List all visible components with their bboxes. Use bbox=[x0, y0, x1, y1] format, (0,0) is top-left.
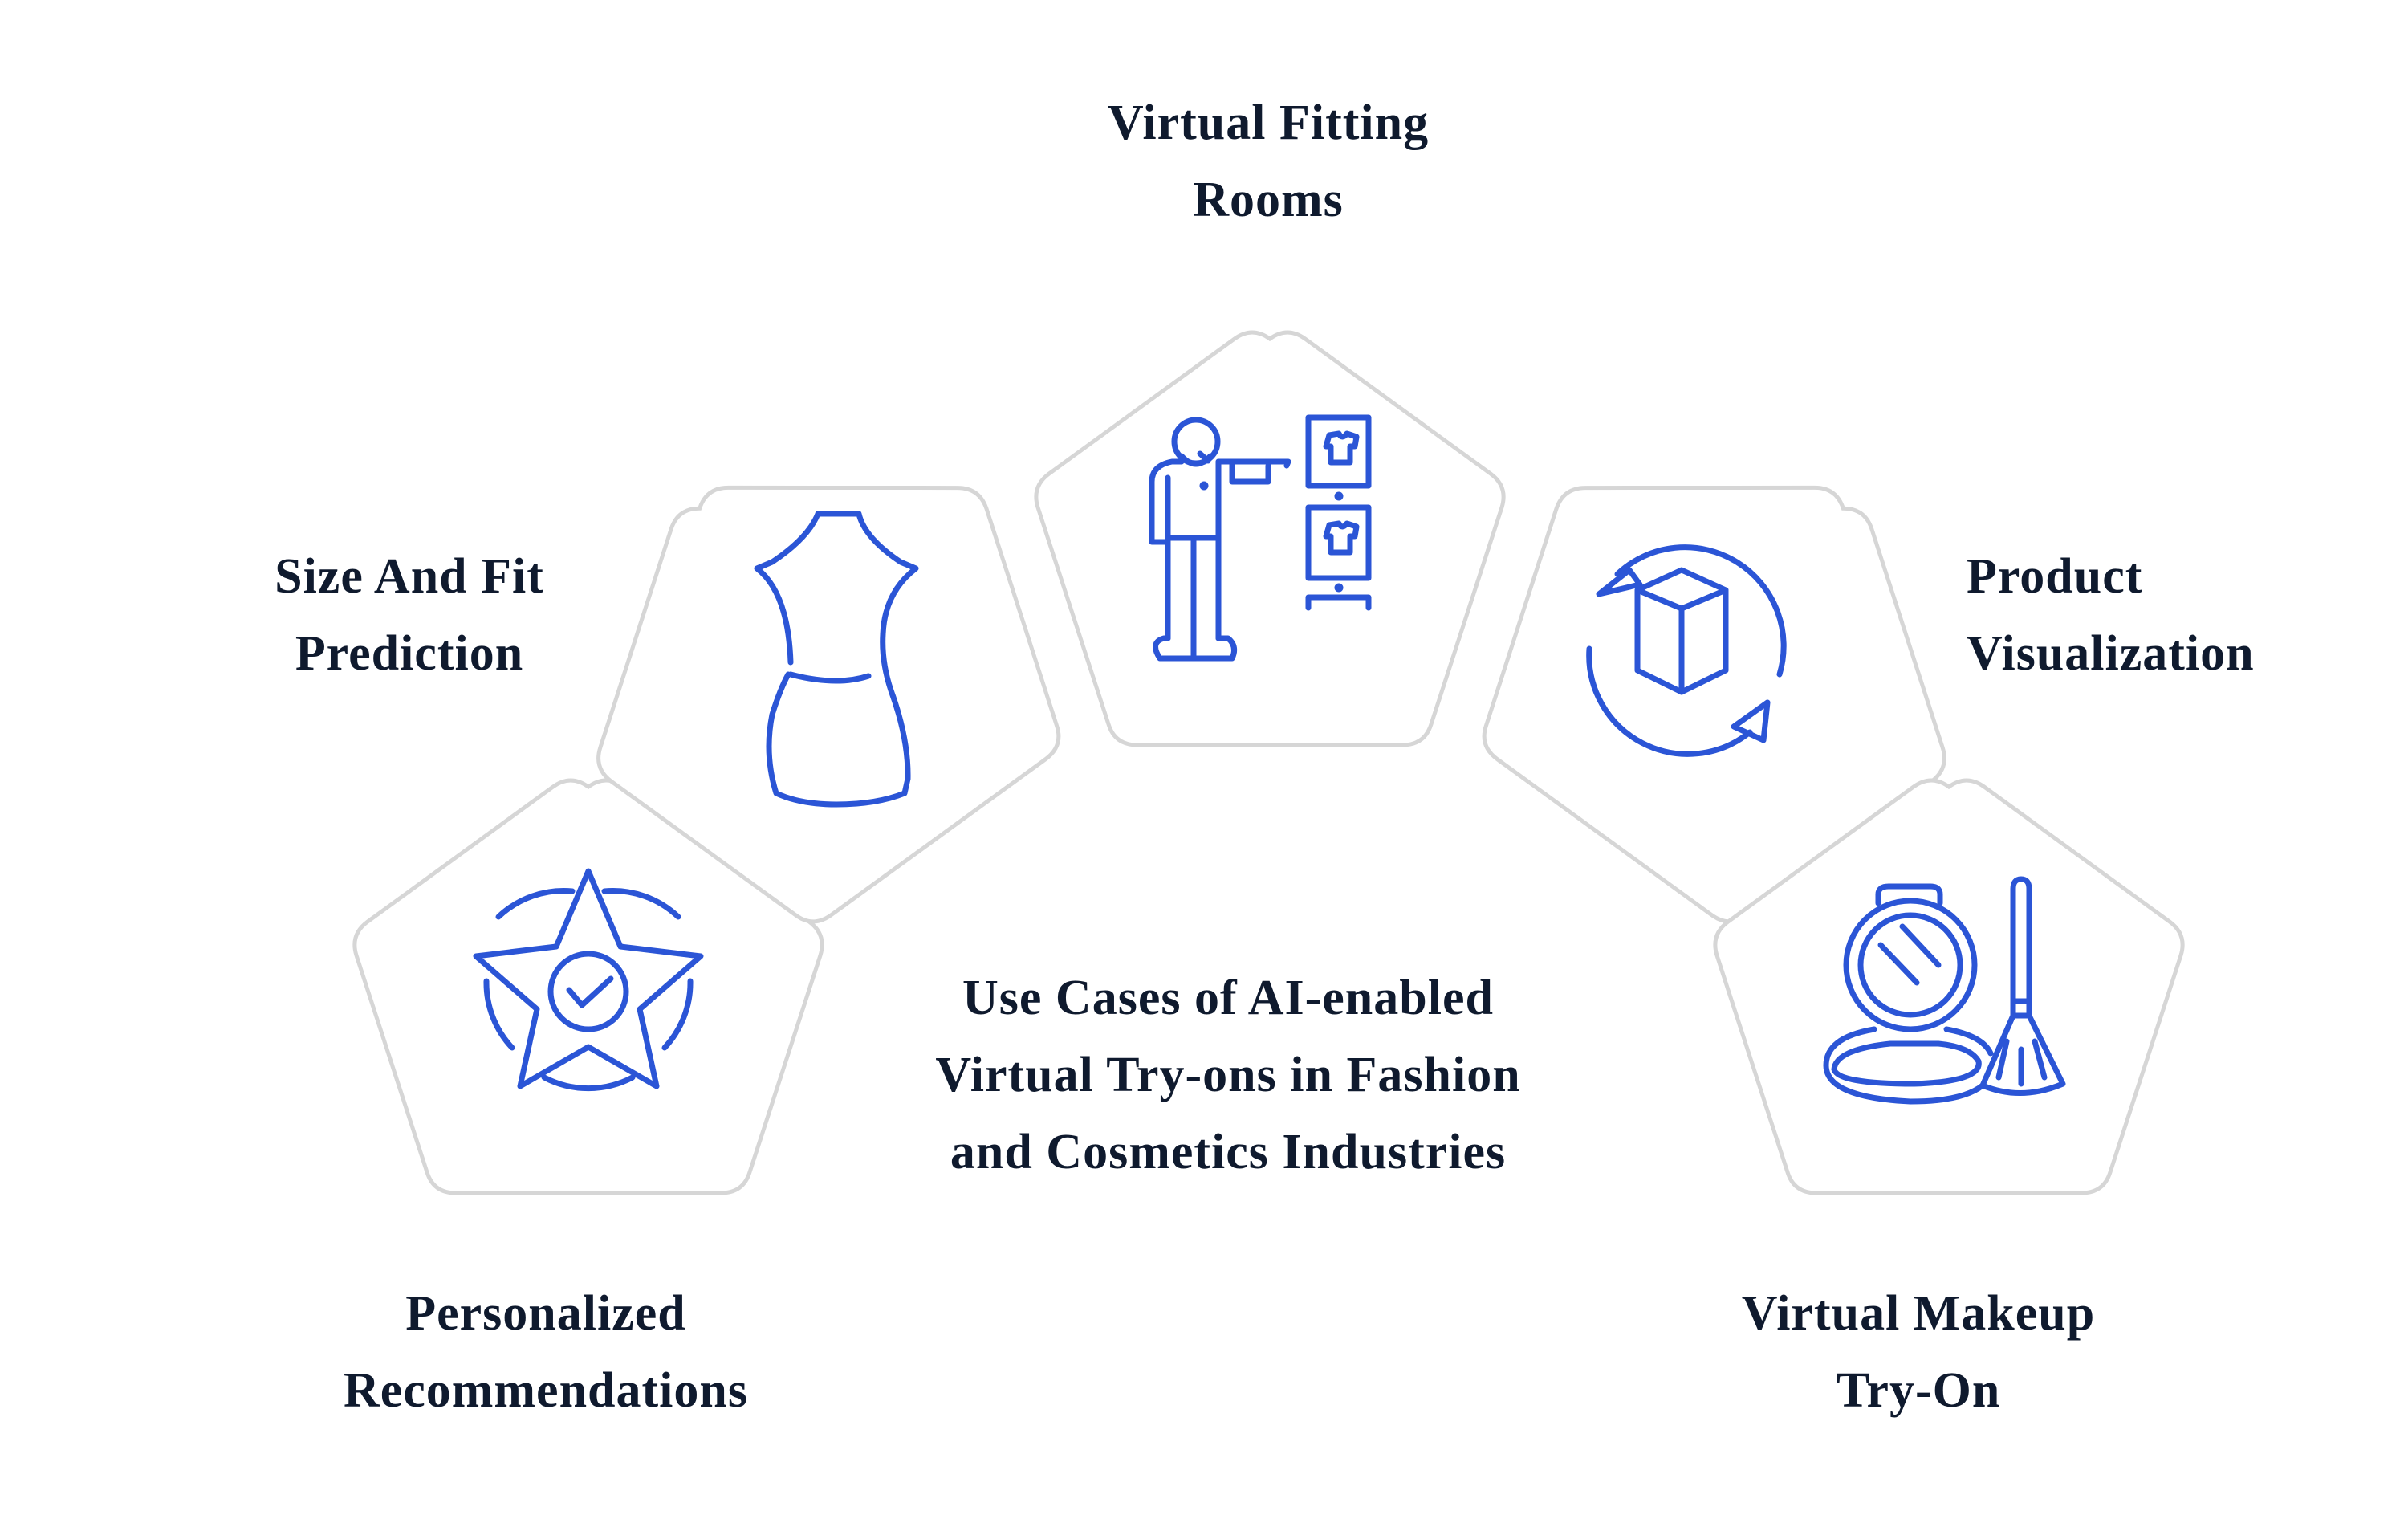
label-line-2: Try-On bbox=[1836, 1363, 2001, 1418]
label-line-1: Personalized bbox=[405, 1286, 686, 1341]
rotating-3d-cube-icon bbox=[1586, 544, 1787, 757]
label-virtual-makeup-try-on: Virtual Makeup Try-On bbox=[1726, 1275, 2111, 1429]
label-product-visualization: Product Visualization bbox=[1967, 538, 2304, 692]
label-line-1: Product bbox=[1967, 549, 2143, 604]
star-badge-check-icon bbox=[473, 868, 704, 1092]
label-line-1: Virtual Makeup bbox=[1741, 1286, 2096, 1341]
person-pointing-clothing-rack-icon bbox=[1149, 414, 1372, 662]
label-line-2: Visualization bbox=[1967, 626, 2255, 681]
label-personalized-recommendations: Personalized Recommendations bbox=[321, 1275, 771, 1429]
pentagon-virtual-fitting-rooms bbox=[1036, 332, 1503, 745]
label-size-and-fit-prediction: Size And Fit Prediction bbox=[257, 538, 562, 692]
label-line-2: Rooms bbox=[1193, 173, 1344, 227]
title-line-2: Virtual Try-ons in Fashion bbox=[935, 1048, 1521, 1102]
dress-form-mannequin-icon bbox=[754, 511, 919, 808]
title-line-3: and Cosmetics Industries bbox=[950, 1125, 1507, 1179]
compact-powder-brush-icon bbox=[1823, 876, 2066, 1105]
label-line-2: Prediction bbox=[295, 626, 524, 681]
title-line-1: Use Cases of AI-enabled bbox=[962, 971, 1494, 1025]
label-line-1: Size And Fit bbox=[275, 549, 544, 604]
label-line-1: Virtual Fitting bbox=[1107, 96, 1430, 150]
label-virtual-fitting-rooms: Virtual Fitting Rooms bbox=[1080, 84, 1457, 238]
label-line-2: Recommendations bbox=[343, 1363, 749, 1418]
diagram-title: Use Cases of AI-enabled Virtual Try-ons … bbox=[867, 959, 1589, 1191]
